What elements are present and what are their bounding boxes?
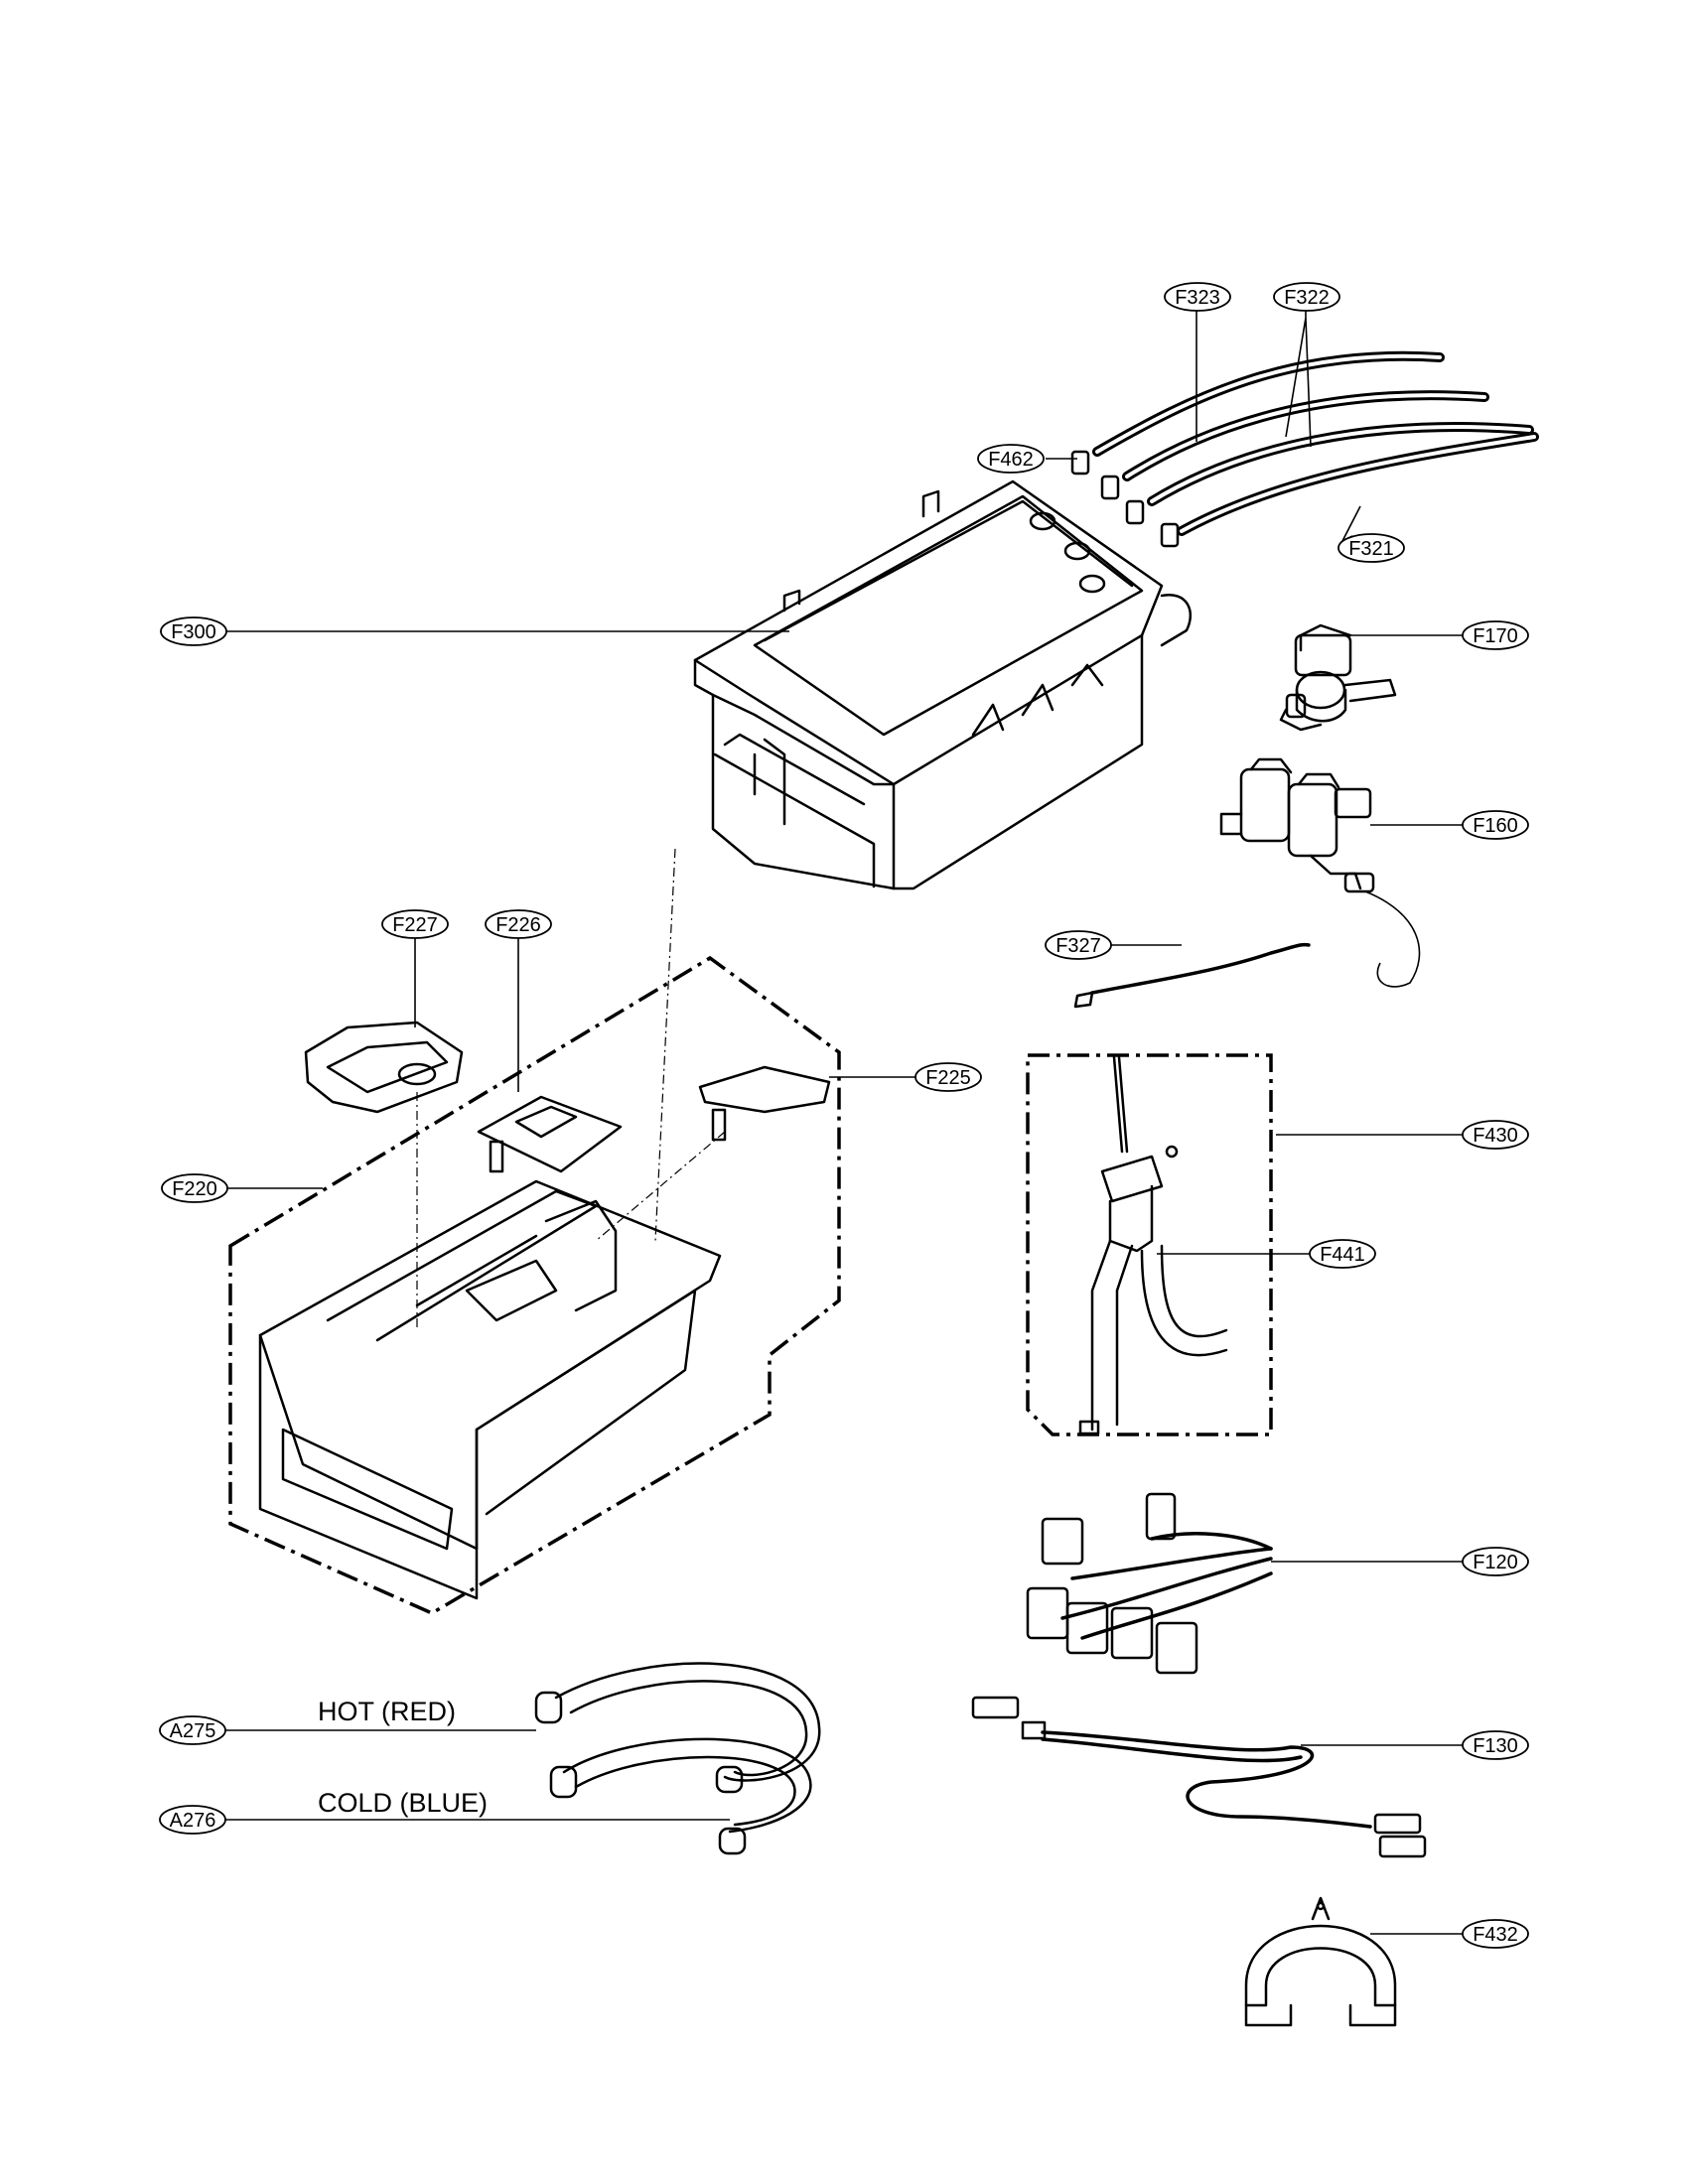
callout-label-f430: F430 [1473,1125,1518,1147]
callout-a275: A275 [159,1715,226,1745]
callout-f430: F430 [1462,1120,1529,1150]
callout-label-f160: F160 [1473,815,1518,837]
wire-f327 [1073,942,1311,1009]
callout-f300: F300 [160,616,227,646]
dispenser-housing [693,479,1193,890]
single-water-valve [1279,623,1397,732]
callout-f130: F130 [1462,1730,1529,1760]
hot-hose-label: HOT (RED) [318,1697,456,1726]
callout-f160: F160 [1462,810,1529,840]
callout-label-f225: F225 [925,1067,971,1089]
callout-label-f432: F432 [1473,1924,1518,1946]
callout-label-f462: F462 [988,449,1034,471]
harness-f120 [1026,1492,1273,1675]
harness-f130 [971,1696,1427,1858]
callout-f120: F120 [1462,1547,1529,1576]
callout-f170: F170 [1462,620,1529,650]
leader-lines [222,300,1465,1935]
callout-f227: F227 [381,909,449,939]
callout-label-f130: F130 [1473,1735,1518,1757]
callout-f441: F441 [1309,1239,1376,1269]
hose-clamps [1070,450,1180,548]
callout-label-f226: F226 [495,914,541,936]
callout-label-f323: F323 [1175,287,1220,309]
callout-a276: A276 [159,1805,226,1835]
callout-f432: F432 [1462,1919,1529,1949]
double-water-valve [1219,757,1421,988]
callout-f220: F220 [161,1173,228,1203]
callout-label-f227: F227 [392,914,438,936]
callout-f226: F226 [485,909,552,939]
callout-f321: F321 [1337,533,1405,563]
callout-label-f220: F220 [172,1178,217,1200]
water-hoses [534,1662,821,1855]
cold-hose-label: COLD (BLUE) [318,1788,488,1818]
callout-label-f327: F327 [1055,935,1101,957]
callout-f322: F322 [1273,282,1340,312]
callout-f327: F327 [1045,930,1112,960]
callout-label-f322: F322 [1284,287,1330,309]
callout-label-f300: F300 [171,621,216,643]
callout-label-f321: F321 [1348,538,1394,560]
callout-label-f441: F441 [1320,1244,1365,1266]
callout-f462: F462 [977,444,1045,474]
callout-f225: F225 [914,1062,982,1092]
drain-assembly [1026,1053,1273,1436]
clip-f432 [1244,1896,1397,2027]
callout-label-f170: F170 [1473,625,1518,647]
callout-label-a275: A275 [170,1720,216,1742]
callout-label-f120: F120 [1473,1552,1518,1573]
callout-f323: F323 [1164,282,1231,312]
inlet-hoses [1092,350,1539,536]
callout-label-a276: A276 [170,1810,216,1832]
drawer-assembly [228,848,841,1615]
